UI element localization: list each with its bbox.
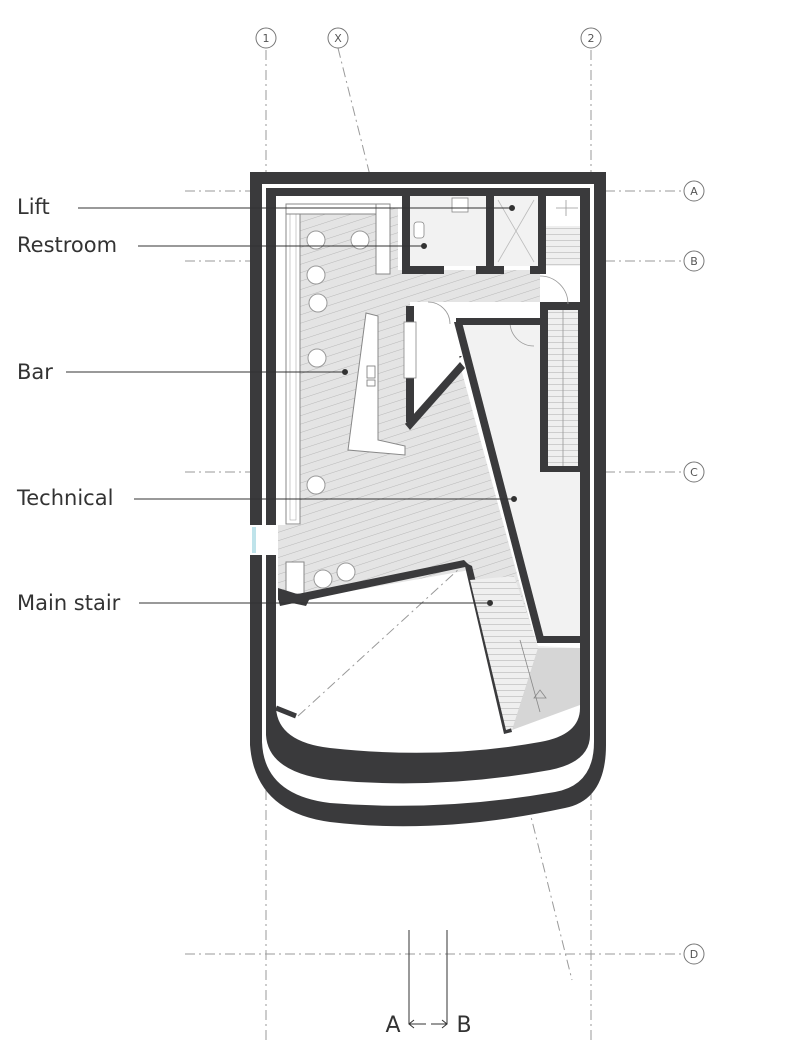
grid-markers: 1 X 2 A B C D — [255, 27, 705, 965]
section-cut-marker — [408, 930, 448, 1029]
grid-marker-2: 2 — [588, 32, 595, 45]
sink — [451, 197, 469, 213]
grid-marker-c: C — [690, 466, 698, 479]
label-main-stair: Main stair — [17, 591, 121, 615]
section-label-b: B — [456, 1013, 471, 1038]
grid-marker-x: X — [334, 32, 342, 45]
service-stair — [540, 200, 580, 472]
label-technical: Technical — [16, 486, 113, 510]
label-restroom: Restroom — [17, 233, 117, 257]
lower-wall-stub — [275, 705, 297, 719]
technical-room — [456, 322, 580, 642]
leader-lines — [66, 205, 517, 606]
bar-shelf — [285, 203, 391, 595]
bar-back-shelf — [403, 321, 417, 379]
lift-cross — [497, 199, 535, 263]
label-bar: Bar — [17, 360, 53, 384]
core-walls — [402, 188, 546, 274]
grid-marker-d: D — [690, 948, 698, 961]
entrance-glass — [252, 527, 256, 553]
grid-marker-1: 1 — [263, 32, 270, 45]
grid-marker-a: A — [690, 185, 698, 198]
toilet — [413, 221, 425, 239]
door-swings — [427, 275, 569, 347]
grid-marker-b: B — [690, 255, 698, 268]
label-lift: Lift — [17, 195, 50, 219]
section-label-a: A — [385, 1013, 400, 1038]
main-stair — [470, 576, 580, 730]
bar-stools — [306, 230, 370, 589]
bar-counter — [347, 312, 406, 456]
lower-room-diagonal — [297, 567, 461, 717]
